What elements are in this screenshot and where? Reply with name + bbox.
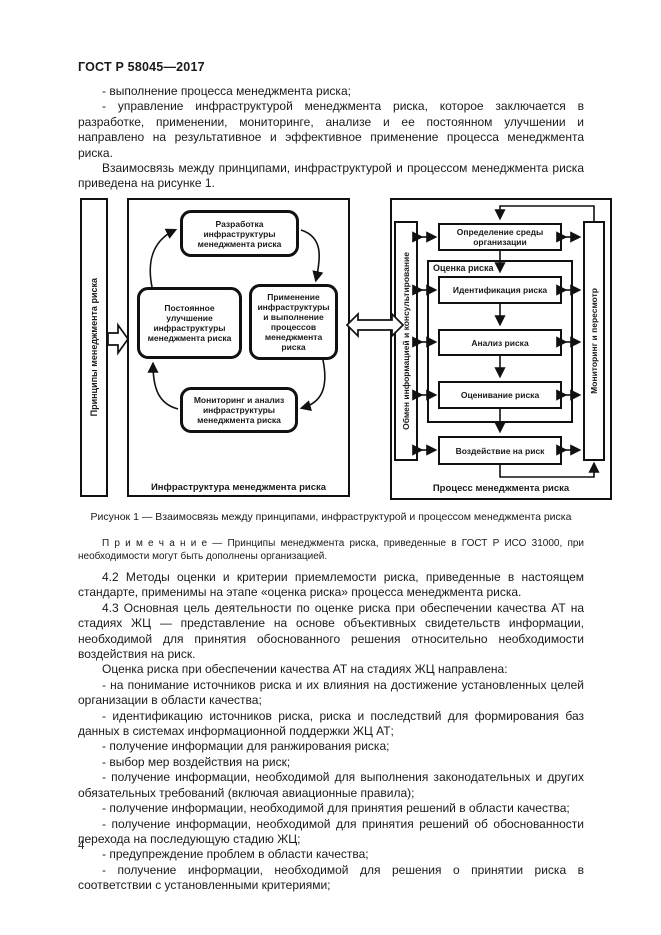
sections-text: 4.2 Методы оценки и критерии приемлемост…: [78, 570, 584, 894]
paragraph: - управление инфраструктурой менеджмента…: [78, 99, 584, 160]
list-item: - выбор мер воздействия на риск;: [102, 754, 291, 769]
risk-assessment-label: Оценка риска: [433, 263, 494, 273]
monitoring-review-label: Мониторинг и пересмотр: [589, 288, 599, 394]
principles-box: Принципы менеджмента риска: [80, 198, 108, 497]
note-label: П р и м е ч а н и е: [102, 538, 208, 549]
note-text: — Принципы менеджмента риска, приведенны…: [78, 538, 585, 562]
process-label: Процесс менеджмента риска: [432, 483, 570, 494]
evaluation-box: Оценивание риска: [438, 381, 562, 409]
monitor-infrastructure-box: Мониторинг и анализ инфраструктуры менед…: [180, 387, 298, 433]
list-item: - идентификацию источников риска, риска …: [78, 708, 584, 739]
context-box: Определение среды организации: [438, 223, 562, 251]
develop-infrastructure-box: Разработка инфраструктуры менеджмента ри…: [180, 210, 299, 257]
section-4-2: 4.2 Методы оценки и критерии приемлемост…: [78, 570, 584, 600]
note-paragraph: П р и м е ч а н и е — Принципы менеджмен…: [78, 537, 584, 563]
treatment-box: Воздействие на риск: [438, 436, 562, 465]
figure-1-diagram: Принципы менеджмента риска Инфраструктур…: [80, 197, 614, 503]
monitoring-review-bar: Мониторинг и пересмотр: [583, 221, 605, 461]
figure-caption: Рисунок 1 — Взаимосвязь между принципами…: [90, 511, 572, 523]
list-item: - получение информации для ранжирования …: [102, 739, 390, 754]
page-number: 4: [78, 840, 85, 852]
list-item: - получение информации, необходимой для …: [102, 801, 570, 816]
standard-number: ГОСТ Р 58045—2017: [78, 60, 205, 74]
list-item: - получение информации, необходимой для …: [78, 816, 584, 846]
intro-text: - выполнение процесса менеджмента риска;…: [78, 84, 584, 192]
list-item: - на понимание источников риска и их вли…: [78, 677, 584, 708]
paragraph: Взаимосвязь между принципами, инфраструк…: [78, 161, 584, 191]
communication-bar: Обмен информацией и консультирование: [394, 221, 418, 461]
section-4-3: 4.3 Основная цель деятельности по оценке…: [78, 600, 584, 662]
process-box: [390, 198, 612, 500]
apply-infrastructure-box: Применение инфраструктуры и выполнение п…: [249, 284, 338, 360]
goals-intro: Оценка риска при обеспечении качества АТ…: [102, 662, 508, 677]
list-item: - выполнение процесса менеджмента риска;: [102, 84, 351, 98]
analysis-box: Анализ риска: [438, 329, 562, 356]
list-item: - предупреждение проблем в области качес…: [102, 847, 369, 862]
identification-box: Идентификация риска: [438, 276, 562, 304]
block-arrow-principles-to-infrastructure: [107, 322, 130, 356]
note-block: П р и м е ч а н и е — Принципы менеджмен…: [78, 537, 584, 563]
list-item: - получение информации, необходимой для …: [78, 770, 584, 800]
list-item: - получение информации, необходимой для …: [78, 862, 584, 893]
communication-label: Обмен информацией и консультирование: [401, 252, 411, 430]
infrastructure-label: Инфраструктура менеджмента риска: [150, 482, 327, 493]
principles-label: Принципы менеджмента риска: [89, 278, 99, 417]
improve-infrastructure-box: Постоянное улучшение инфраструктуры мене…: [137, 287, 242, 359]
